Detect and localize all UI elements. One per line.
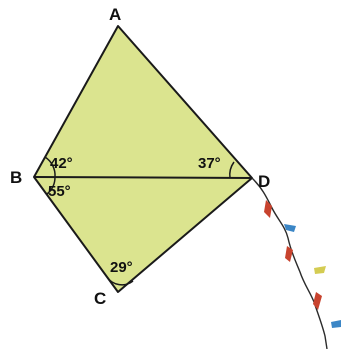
kite-tail-bow-blue [284,224,296,232]
kite-tail-bow-blue [331,320,341,328]
angle-label-abd: 42° [50,155,73,172]
angle-label-dbc: 55° [48,183,71,200]
kite-tail-bow-red [285,246,293,262]
diagonal-bd [33,176,253,179]
kite-tail-bow-red [264,200,272,218]
angle-arc-dbc [46,176,56,195]
kite-tail-bow-red [313,292,322,310]
kite-quadrilateral-abcd [33,25,253,293]
angle-label-adb: 37° [198,155,221,172]
angle-arc-abd [44,156,56,178]
vertex-label-a: A [109,5,121,24]
angle-arc-adb [229,161,235,179]
kite-tail-bow-yellow [314,266,326,274]
kite-string [251,177,328,349]
vertex-label-d: D [258,172,270,191]
angle-arc-bcd [106,276,134,286]
vertex-label-c: C [94,289,106,308]
angle-label-bcd: 29° [110,259,133,276]
vertex-label-b: B [10,168,22,187]
